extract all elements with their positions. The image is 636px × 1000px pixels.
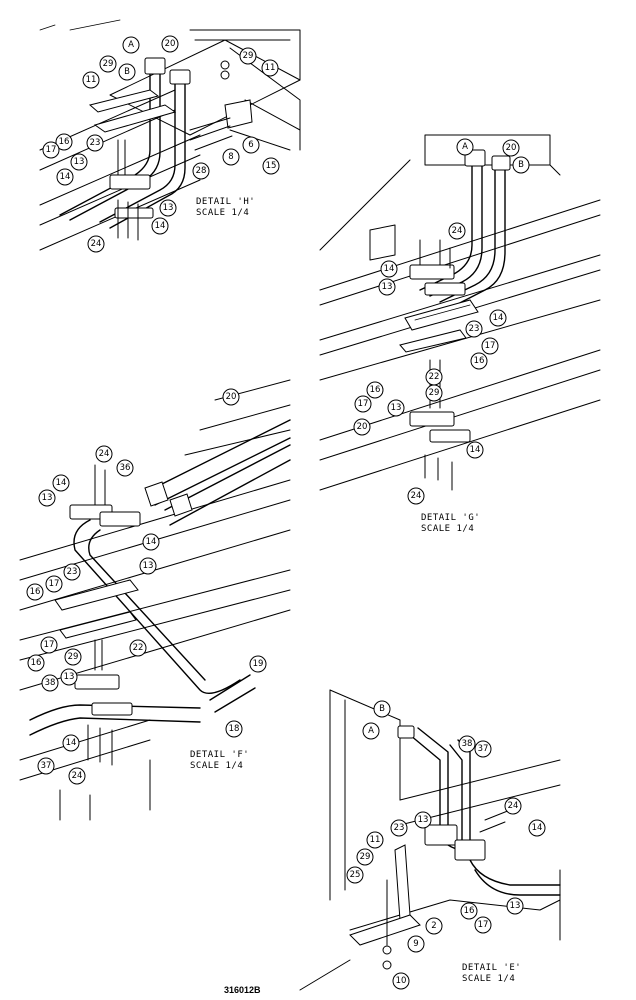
callout-f-24: 24 (99, 449, 110, 459)
callout-h-28: 28 (196, 166, 207, 176)
callout-e-13b: 13 (510, 901, 521, 911)
callout-h-8: 8 (228, 152, 233, 162)
callout-h-13b: 13 (163, 203, 174, 213)
callout-g-16: 16 (474, 356, 485, 366)
callout-h-16: 16 (59, 137, 70, 147)
callout-f-19: 19 (253, 659, 264, 669)
detail-f-scale: SCALE 1/4 (190, 761, 243, 771)
callout-g-b: B (518, 160, 524, 170)
callout-e-b: B (379, 704, 385, 714)
callout-h-15: 15 (266, 161, 277, 171)
callout-f-17b: 17 (44, 640, 55, 650)
callout-f-16b: 16 (31, 658, 42, 668)
callout-h-24: 24 (91, 239, 102, 249)
callout-e-2: 2 (431, 921, 436, 931)
callout-e-9: 9 (413, 939, 418, 949)
callout-g-20: 20 (506, 143, 517, 153)
callout-f-16: 16 (30, 587, 41, 597)
callout-e-29: 29 (360, 852, 371, 862)
callout-g-24b: 24 (411, 491, 422, 501)
detail-g-drawing (319, 134, 601, 491)
detail-h-drawing (39, 19, 301, 251)
callout-e-37: 37 (478, 744, 489, 754)
callout-f-14b: 14 (146, 537, 157, 547)
callouts-detail-f: 20 24 36 14 13 14 13 23 17 16 22 17 16 2… (26, 388, 267, 785)
callout-g-24: 24 (452, 226, 463, 236)
callout-g-20b: 20 (357, 422, 368, 432)
callout-g-17: 17 (485, 341, 496, 351)
callout-f-17: 17 (49, 579, 60, 589)
callout-g-13b: 13 (391, 403, 402, 413)
callout-e-a: A (368, 726, 374, 736)
callout-f-36: 36 (120, 463, 131, 473)
callout-e-24: 24 (508, 801, 519, 811)
callout-g-14c: 14 (470, 445, 481, 455)
callout-f-23: 23 (67, 567, 78, 577)
callout-f-37: 37 (41, 761, 52, 771)
drawing-number: 316012B (224, 985, 261, 995)
callout-h-11a: 11 (86, 75, 97, 85)
callout-f-13b: 13 (143, 561, 154, 571)
callout-e-14: 14 (532, 823, 543, 833)
detail-e-drawing (299, 689, 561, 991)
detail-g-scale: SCALE 1/4 (421, 524, 474, 534)
callout-h-11b: 11 (265, 63, 276, 73)
callout-f-24b: 24 (72, 771, 83, 781)
callout-h-14: 14 (60, 172, 71, 182)
callout-h-14b: 14 (155, 221, 166, 231)
callout-h-a: A (128, 40, 134, 50)
callout-f-18: 18 (229, 724, 240, 734)
callout-f-38: 38 (45, 678, 56, 688)
callout-g-14b: 14 (493, 313, 504, 323)
callout-g-16b: 16 (370, 385, 381, 395)
callout-h-13: 13 (74, 157, 85, 167)
callout-e-23: 23 (394, 823, 405, 833)
callout-h-b: B (124, 67, 130, 77)
detail-g-title: DETAIL 'G' (421, 513, 480, 523)
callout-h-29: 29 (103, 59, 114, 69)
callout-f-22: 22 (133, 643, 144, 653)
callout-e-17: 17 (478, 920, 489, 930)
callout-e-38: 38 (462, 739, 473, 749)
callout-g-17b: 17 (358, 399, 369, 409)
callout-f-13: 13 (42, 493, 53, 503)
callouts-detail-e: B A 38 37 24 13 14 23 11 29 25 16 17 13 … (346, 700, 546, 990)
detail-e-scale: SCALE 1/4 (462, 974, 515, 984)
callout-g-a: A (462, 142, 468, 152)
detail-h-title: DETAIL 'H' (196, 197, 255, 207)
callout-e-16: 16 (464, 906, 475, 916)
callout-e-10: 10 (396, 976, 407, 986)
callout-e-11: 11 (370, 835, 381, 845)
callout-f-14c: 14 (66, 738, 77, 748)
detail-f-title: DETAIL 'F' (190, 750, 249, 760)
detail-f-drawing (19, 379, 291, 821)
callout-g-23: 23 (469, 324, 480, 334)
callout-h-23: 23 (90, 138, 101, 148)
callouts-detail-g: A 20 B 24 14 13 14 23 17 16 22 29 16 17 … (353, 138, 530, 505)
callout-h-17: 17 (46, 145, 57, 155)
detail-h-scale: SCALE 1/4 (196, 208, 249, 218)
callout-f-14: 14 (56, 478, 67, 488)
callout-f-20: 20 (226, 392, 237, 402)
callout-f-13c: 13 (64, 672, 75, 682)
callout-h-20: 20 (165, 39, 176, 49)
callouts-detail-h: A 20 29 B 11 11 29 23 16 17 13 14 6 8 28… (42, 35, 280, 253)
callout-h-29b: 29 (243, 51, 254, 61)
callout-g-13: 13 (382, 282, 393, 292)
callout-g-29: 29 (429, 388, 440, 398)
detail-e-title: DETAIL 'E' (462, 963, 521, 973)
callout-f-29: 29 (68, 652, 79, 662)
callout-e-25: 25 (350, 870, 361, 880)
callout-e-13: 13 (418, 815, 429, 825)
callout-g-14: 14 (384, 264, 395, 274)
callout-h-6: 6 (248, 140, 253, 150)
callout-g-22: 22 (429, 372, 440, 382)
